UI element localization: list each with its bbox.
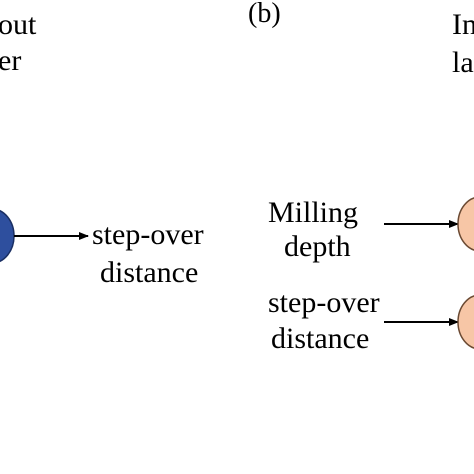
output-label-line2: distance [100, 256, 198, 289]
input-node-1 [457, 197, 474, 251]
input-node-2 [457, 295, 474, 349]
panel-b-label: (b) [248, 0, 281, 29]
output-label-line1: step-over [92, 218, 204, 251]
output-node [0, 210, 15, 262]
panel-a: out er step-over distance [0, 8, 204, 289]
panel-b-title-line2: la [452, 46, 474, 79]
panel-a-title-line2: er [0, 44, 21, 77]
input2-label-line2: distance [271, 322, 369, 355]
input1-label-line2: depth [284, 230, 351, 263]
panel-b: (b) In la Milling depth step-over distan… [248, 0, 474, 355]
panel-b-title-line1: In [452, 8, 474, 41]
panel-a-title-line1: out [0, 8, 37, 41]
input1-label-line1: Milling [268, 196, 358, 229]
input2-label-line1: step-over [268, 286, 380, 319]
